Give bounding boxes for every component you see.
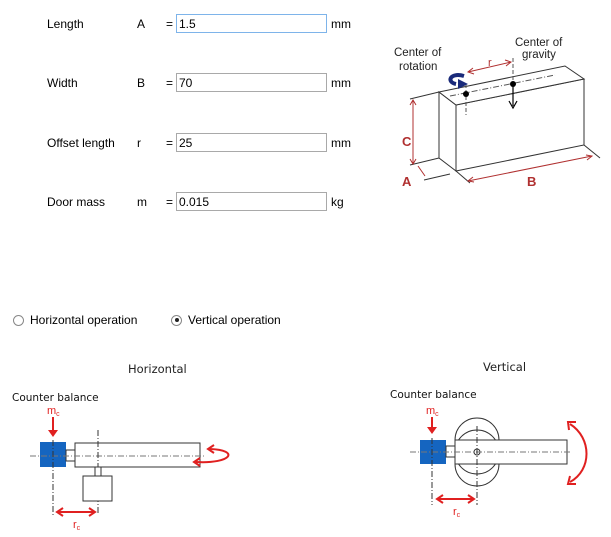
radio-horizontal-operation[interactable]: Horizontal operation <box>13 313 137 327</box>
center-of-rotation-label-1: Center of <box>394 47 442 59</box>
offset-label: Offset length <box>47 136 115 150</box>
a-dimension <box>417 165 426 177</box>
a-dim-label: A <box>402 174 412 189</box>
horizontal-counter-balance-label: Counter balance <box>12 392 99 404</box>
radio-horizontal-circle[interactable] <box>13 314 24 326</box>
vertical-title: Vertical <box>483 360 527 374</box>
offset-equals: = <box>166 136 174 150</box>
mass-label: Door mass <box>47 195 106 209</box>
mass-unit: kg <box>331 195 344 209</box>
width-unit: mm <box>331 76 351 90</box>
c-dim-label: C <box>402 134 412 149</box>
vertical-rotation-arrow-icon <box>569 423 588 483</box>
rotation-arrow-icon <box>448 73 465 86</box>
radio-vertical-operation[interactable]: Vertical operation <box>171 313 281 327</box>
b-dimension <box>467 155 593 182</box>
offset-symbol: r <box>137 136 141 150</box>
horizontal-arm <box>74 442 201 468</box>
horizontal-rc-label: rc <box>73 519 81 532</box>
width-label: Width <box>47 76 78 90</box>
rotation-point <box>463 91 469 97</box>
center-of-rotation-label-2: rotation <box>399 61 437 73</box>
radio-vertical-circle[interactable] <box>171 314 182 326</box>
width-equals: = <box>166 76 174 90</box>
offset-dimension <box>467 61 512 73</box>
radio-vertical-label: Vertical operation <box>188 313 281 327</box>
horizontal-door-weight <box>82 475 113 502</box>
vertical-counter-balance-label: Counter balance <box>390 389 477 401</box>
offset-unit: mm <box>331 136 351 150</box>
width-symbol: B <box>137 76 146 90</box>
center-of-gravity-label-1: Center of <box>515 37 563 49</box>
vertical-diagram: mc rc <box>410 405 588 519</box>
length-label: Length <box>47 17 84 31</box>
door-diagram: r C A B Center of rotation Center of gra… <box>394 37 601 189</box>
length-symbol: A <box>137 17 146 31</box>
axis-line <box>449 74 556 97</box>
radio-horizontal-label: Horizontal operation <box>30 313 138 327</box>
width-input[interactable] <box>176 73 327 92</box>
length-equals: = <box>166 17 174 31</box>
horizontal-title: Horizontal <box>128 362 187 376</box>
mass-equals: = <box>166 195 174 209</box>
offset-input[interactable] <box>176 133 327 152</box>
mass-input[interactable] <box>176 192 327 211</box>
center-of-gravity-label-2: gravity <box>522 49 556 61</box>
horizontal-mc-label: mc <box>47 405 60 418</box>
b-dim-label: B <box>527 174 536 189</box>
horizontal-rotation-arrow-icon <box>195 448 230 464</box>
length-unit: mm <box>331 17 351 31</box>
vertical-mc-label: mc <box>426 405 439 418</box>
vertical-rc-label: rc <box>453 506 461 519</box>
offset-dim-label: r <box>488 57 492 69</box>
horizontal-diagram: mc rc <box>30 405 230 532</box>
door-box <box>409 65 601 184</box>
length-input[interactable] <box>176 14 327 33</box>
mass-symbol: m <box>137 195 147 209</box>
